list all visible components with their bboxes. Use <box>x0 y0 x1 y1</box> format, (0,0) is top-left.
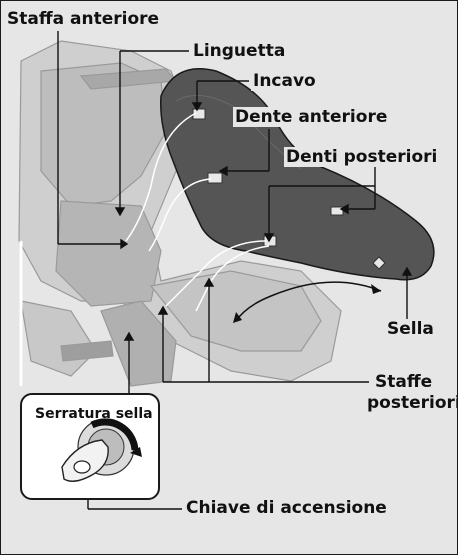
label-front-bracket: Staffa anteriore <box>5 9 161 29</box>
label-rear-teeth: Denti posteriori <box>284 147 439 167</box>
label-ignition-key: Chiave di accensione <box>184 498 389 518</box>
label-rear-brackets-line1: Staffe <box>373 372 434 392</box>
label-tab: Linguetta <box>191 41 287 61</box>
label-groove: Incavo <box>251 71 318 91</box>
label-rear-brackets-line2: posteriori <box>365 393 458 413</box>
label-seat: Sella <box>385 319 436 339</box>
seat-shape <box>161 69 434 280</box>
label-seat-lock: Serratura sella <box>35 404 153 424</box>
label-front-tooth: Dente anteriore <box>233 107 389 127</box>
